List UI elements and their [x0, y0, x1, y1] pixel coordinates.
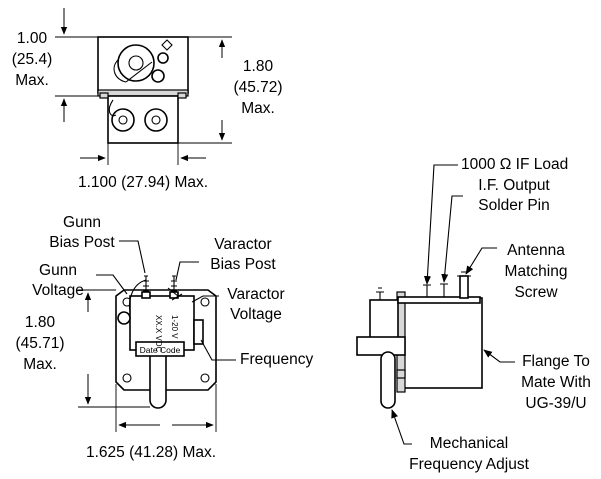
top-height-dim-line1: 1.00	[16, 30, 48, 47]
mech-adjust-line2: Frequency Adjust	[409, 456, 529, 473]
top-total-height-dim-line3: Max.	[241, 100, 275, 117]
top-total-height-dim-line2: (45.72)	[233, 79, 283, 96]
top-view-cavity	[117, 44, 155, 82]
top-height-dim-line2: (25.4)	[11, 51, 53, 68]
antenna-line2: Matching	[504, 263, 568, 280]
front-height-dim-line3: Max.	[23, 356, 57, 373]
varactor-bias-post-line1: Varactor	[214, 236, 272, 253]
antenna-line3: Screw	[514, 284, 558, 301]
side-view	[356, 164, 515, 445]
side-view-body	[403, 297, 483, 389]
top-view	[55, 8, 232, 165]
side-view-cavity	[369, 299, 399, 343]
side-view-mount-block	[356, 336, 406, 356]
varactor-voltage-line2: Voltage	[230, 306, 282, 323]
if-output-line1: I.F. Output	[478, 177, 550, 194]
gunn-bias-post-line1: Gunn	[63, 214, 101, 231]
mech-adjust-line1: Mechanical	[429, 435, 509, 452]
varactor-bias-post-line2: Bias Post	[210, 256, 276, 273]
date-code-text: Date Code	[140, 345, 181, 355]
top-width-dim: 1.100 (27.94) Max.	[78, 174, 209, 191]
if-output-line2: Solder Pin	[478, 197, 550, 214]
flange-line2: Mate With	[521, 374, 591, 391]
side-view-tuning-rod	[380, 351, 396, 409]
antenna-matching-screw	[459, 275, 469, 299]
flange-line3: UG-39/U	[525, 395, 587, 412]
top-view-adjust-screw	[151, 69, 165, 83]
frequency-label: Frequency	[240, 351, 314, 368]
gunn-voltage-line2: Voltage	[32, 282, 84, 299]
front-view-tuning-rod	[149, 347, 167, 409]
top-total-height-dim-line1: 1.80	[242, 58, 274, 75]
front-height-dim-line2: (45.71)	[15, 335, 65, 352]
date-code-box	[135, 341, 185, 357]
frequency-label-plate	[193, 319, 204, 345]
gunn-voltage-line1: Gunn	[39, 262, 77, 279]
gunn-bias-post-line2: Bias Post	[49, 234, 115, 251]
front-height-dim-line1: 1.80	[24, 314, 56, 331]
front-width-dim: 1.625 (41.28) Max.	[86, 444, 217, 461]
top-view-flange-rim	[97, 89, 189, 97]
flange-line1: Flange To	[522, 353, 590, 370]
top-view-post	[157, 52, 169, 64]
antenna-line1: Antenna	[507, 242, 565, 259]
front-view: XX.X VDC 1-20 V Date Code	[78, 240, 236, 432]
if-load-label: 1000 Ω IF Load	[461, 156, 569, 173]
varactor-voltage-line1: Varactor	[227, 286, 285, 303]
top-height-dim-line3: Max.	[15, 72, 49, 89]
marking-voltage1: XX.X VDC	[154, 315, 163, 353]
marking-voltage2: 1-20 V	[170, 315, 179, 339]
